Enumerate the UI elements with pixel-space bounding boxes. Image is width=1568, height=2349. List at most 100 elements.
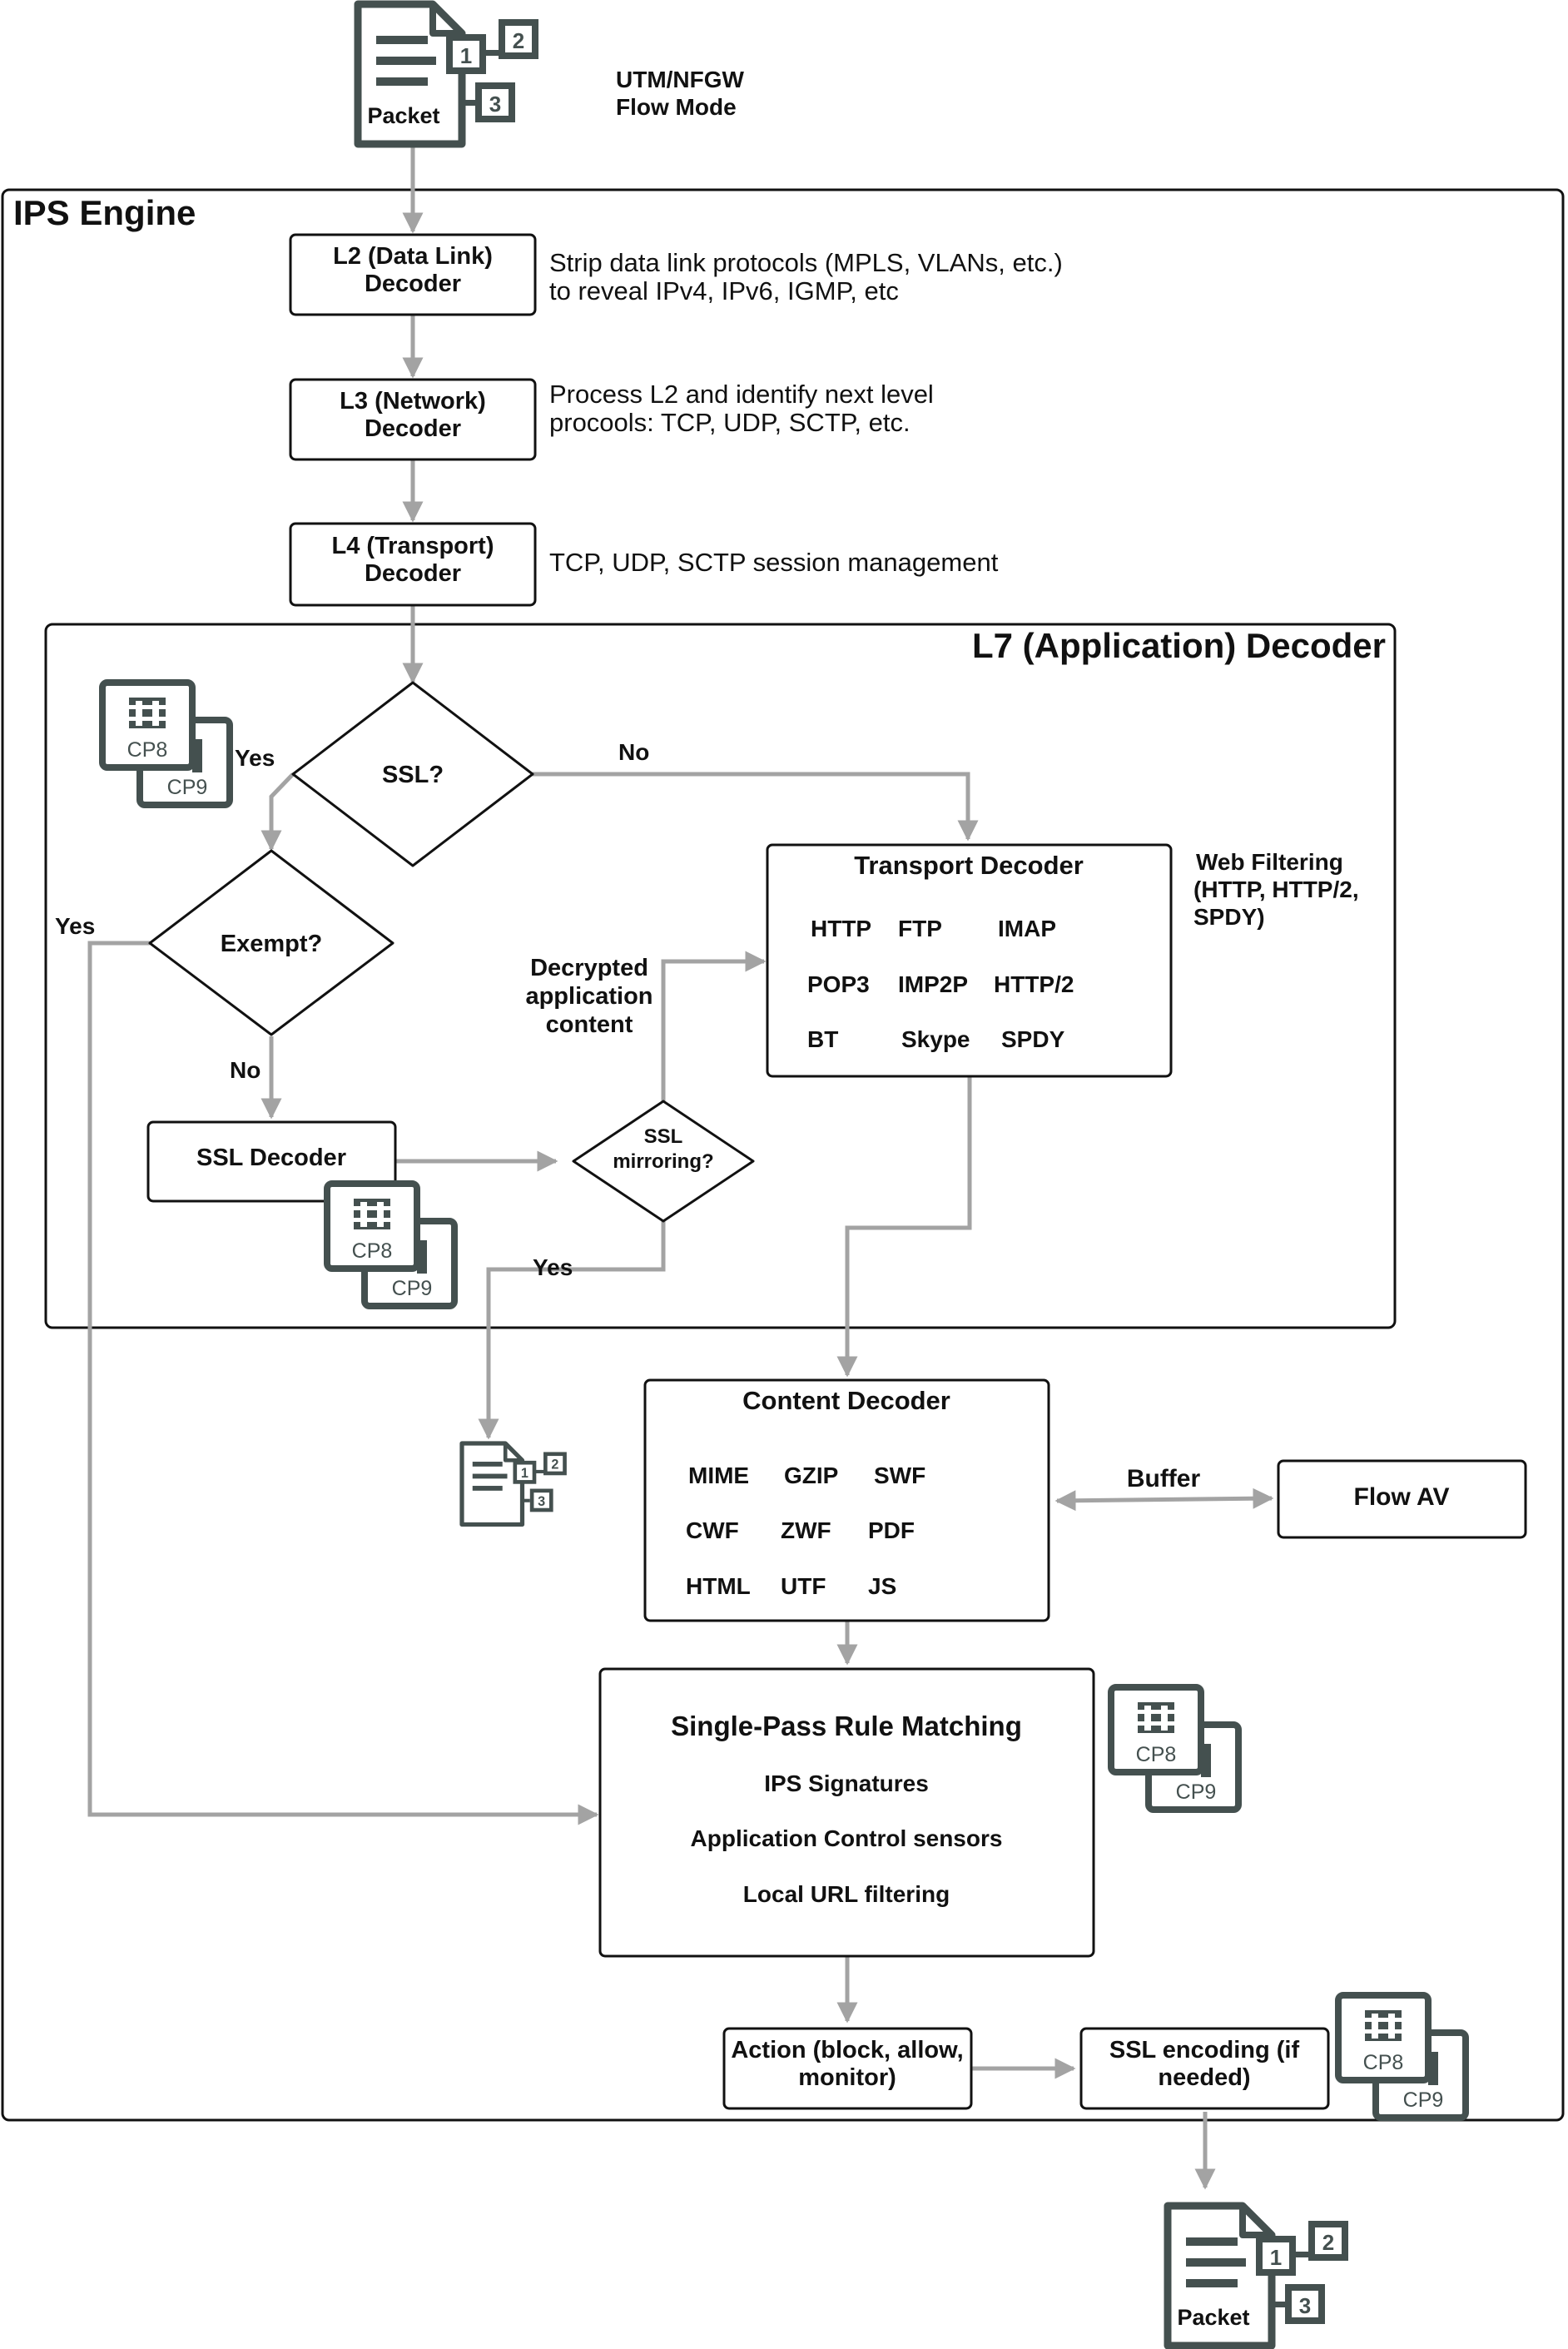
content-decoder: Content Decoder MIME GZIP SWF CWF ZWF PD… (643, 1378, 1050, 1622)
l3-decoder: L3 (Network) Decoder (289, 378, 537, 461)
arrow-ssl-no-to-transport (533, 772, 979, 842)
chip-encoding-cp8: CP8 (1363, 2051, 1404, 2074)
ssl-encoding-line1: SSL encoding (if (1109, 2037, 1300, 2063)
label-web-filtering-line3: SPDY) (1193, 904, 1265, 930)
rule-matching: Single-Pass Rule Matching IPS Signatures… (598, 1667, 1095, 1958)
transport-decoder-title: Transport Decoder (854, 851, 1084, 880)
l3-decoder-line2: Decoder (365, 415, 461, 442)
format-utf: UTF (781, 1573, 826, 1599)
ssl-encoding-box: SSL encoding (if needed) (1079, 2027, 1330, 2110)
arrow-mirroring-yes-to-packet (478, 1221, 666, 1440)
l2-description-line2: to reveal IPv4, IPv6, IGMP, etc (549, 276, 899, 305)
packet-icon-mirror: 1 2 3 (462, 1443, 565, 1524)
label-ssl-no: No (618, 739, 649, 765)
label-decrypted-line2: application (525, 983, 653, 1010)
chip-ssl-cp9: CP9 (167, 776, 208, 799)
format-gzip: GZIP (784, 1463, 838, 1488)
arrow-transport-to-content (836, 1076, 972, 1378)
header-mode-line1: UTM/NFGW (616, 67, 745, 92)
action-line2: monitor) (798, 2064, 896, 2091)
format-pdf: PDF (868, 1517, 915, 1543)
chip-encoding-cp9: CP9 (1403, 2088, 1444, 2112)
protocol-imp2p: IMP2P (898, 971, 968, 997)
flow-av-title: Flow AV (1354, 1483, 1450, 1511)
ssl-decision: SSL? (291, 681, 534, 867)
protocol-ftp: FTP (898, 916, 942, 941)
l7-frame (44, 623, 1397, 1329)
chip-icon-ssl-encoding: CP8 CP9 (1338, 1995, 1466, 2118)
format-cwf: CWF (686, 1517, 739, 1543)
packet-in-tag-1: 1 (460, 43, 472, 68)
content-decoder-title: Content Decoder (742, 1386, 950, 1415)
l2-description-line1: Strip data link protocols (MPLS, VLANs, … (549, 248, 1063, 277)
chip-icon-ssl-decoder: CP8 CP9 (327, 1184, 454, 1306)
ips-engine-frame (1, 188, 1565, 2122)
arrow-exempt-yes-to-rule-matching (87, 941, 599, 1825)
rule-item-url-filtering: Local URL filtering (743, 1881, 950, 1907)
label-mirroring-yes: Yes (533, 1254, 573, 1280)
label-web-filtering-line2: (HTTP, HTTP/2, (1193, 877, 1359, 902)
rule-item-app-control: Application Control sensors (691, 1825, 1003, 1851)
protocol-pop3: POP3 (807, 971, 870, 997)
exempt-decision: Exempt? (148, 849, 394, 1036)
protocol-bt: BT (807, 1026, 838, 1052)
chip-icon-ssl: CP8 CP9 (102, 683, 230, 805)
l3-description-line1: Process L2 and identify next level (549, 380, 934, 409)
l3-decoder-line1: L3 (Network) (340, 388, 486, 415)
label-decrypted-line1: Decrypted (530, 955, 648, 981)
l4-decoder-line1: L4 (Transport) (332, 533, 494, 559)
format-js: JS (868, 1573, 896, 1599)
chip-ssl-cp8: CP8 (127, 738, 168, 762)
packet-icon-out: Packet 1 2 3 (1168, 2206, 1345, 2346)
packet-out-tag-1: 1 (1270, 2245, 1282, 2270)
l3-description-line2: procools: TCP, UDP, SCTP, etc. (549, 408, 911, 437)
protocol-http2: HTTP/2 (994, 971, 1074, 997)
packet-out-label: Packet (1177, 2305, 1249, 2330)
l4-description: TCP, UDP, SCTP session management (549, 548, 999, 577)
connectors (87, 142, 1274, 2190)
packet-in-tag-2: 2 (513, 28, 524, 53)
label-decrypted-line3: content (546, 1011, 633, 1038)
chip-rule-cp8: CP8 (1136, 1743, 1177, 1766)
packet-out-tag-2: 2 (1322, 2230, 1334, 2255)
l4-decoder: L4 (Transport) Decoder (289, 522, 537, 607)
rule-matching-title: Single-Pass Rule Matching (671, 1711, 1022, 1741)
action-line1: Action (block, allow, (731, 2037, 963, 2063)
rule-item-ips-signatures: IPS Signatures (764, 1770, 929, 1796)
protocol-spdy: SPDY (1001, 1026, 1065, 1052)
protocol-skype: Skype (901, 1026, 970, 1052)
packet-out-tag-3: 3 (1299, 2293, 1311, 2318)
packet-mirror-tag-2: 2 (551, 1458, 558, 1472)
arrow-buffer-bidirectional (1054, 1487, 1274, 1512)
chip-decoder-cp8: CP8 (352, 1239, 393, 1263)
ips-engine-title: IPS Engine (13, 193, 196, 232)
label-exempt-yes: Yes (55, 913, 95, 939)
header-mode-line2: Flow Mode (616, 94, 737, 120)
chip-rule-cp9: CP9 (1176, 1780, 1217, 1804)
l2-decoder: L2 (Data Link) Decoder (289, 233, 537, 316)
flow-av: Flow AV (1277, 1459, 1527, 1539)
label-ssl-yes: Yes (235, 745, 275, 771)
exempt-decision-label: Exempt? (221, 931, 322, 957)
chip-decoder-cp9: CP9 (392, 1277, 433, 1300)
format-mime: MIME (688, 1463, 749, 1488)
l4-decoder-line2: Decoder (365, 560, 461, 587)
ssl-mirroring-line1: SSL (644, 1125, 683, 1148)
l7-title: L7 (Application) Decoder (972, 626, 1386, 665)
label-buffer: Buffer (1127, 1465, 1201, 1492)
ssl-mirroring-line2: mirroring? (613, 1150, 713, 1173)
format-zwf: ZWF (781, 1517, 831, 1543)
label-exempt-no: No (230, 1057, 261, 1083)
transport-decoder: Transport Decoder HTTP FTP IMAP POP3 IMP… (766, 843, 1173, 1078)
protocol-imap: IMAP (998, 916, 1056, 941)
format-html: HTML (686, 1573, 751, 1599)
chip-icon-rule-matching: CP8 CP9 (1111, 1687, 1238, 1810)
arrow-ssl-yes-to-exempt (261, 772, 295, 852)
packet-in-label: Packet (367, 103, 439, 128)
ssl-decision-label: SSL? (382, 762, 444, 788)
packet-icon-in: Packet 1 2 3 (358, 4, 535, 144)
action-box: Action (block, allow, monitor) (722, 2027, 973, 2110)
protocol-http: HTTP (811, 916, 871, 941)
